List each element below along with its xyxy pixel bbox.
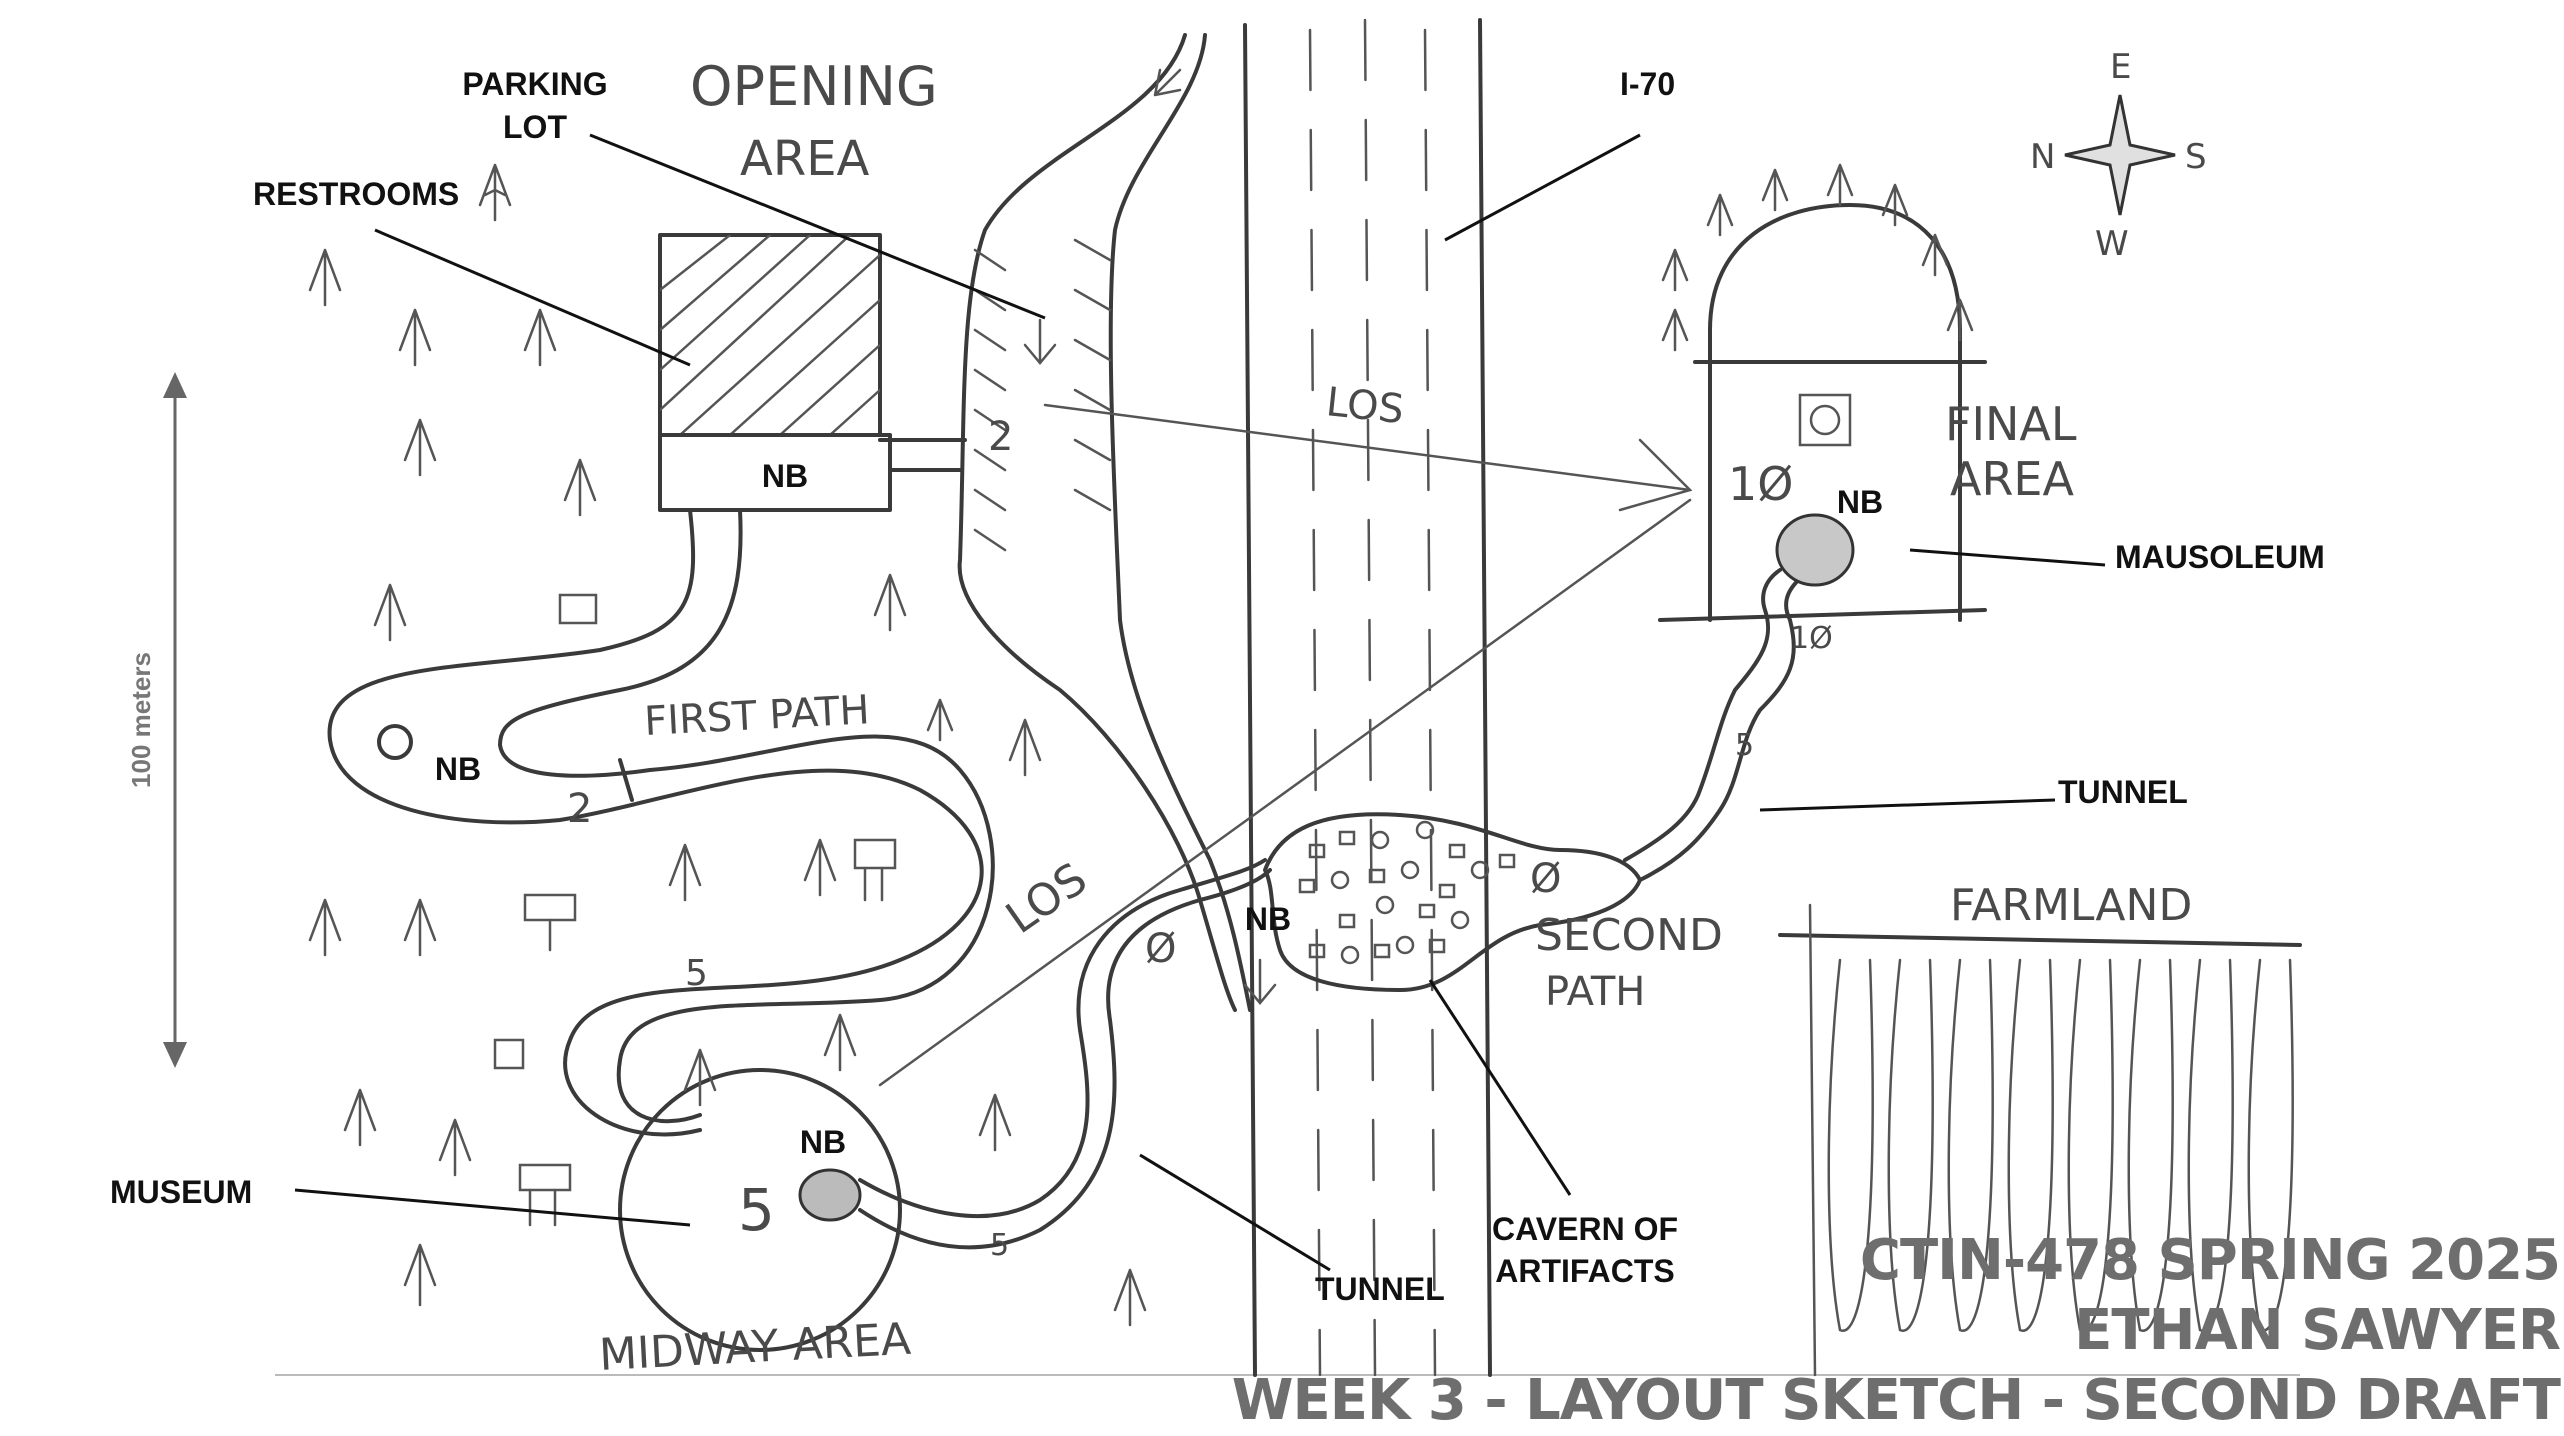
marker-0-cavern-right: Ø <box>1530 856 1561 902</box>
marker-5-path: 5 <box>685 953 708 994</box>
restrooms-building <box>658 233 967 512</box>
nb-final: NB <box>1837 484 1883 520</box>
cavern-label: CAVERN OF <box>1492 1211 1678 1247</box>
scale-label: 100 meters <box>126 652 156 788</box>
sign-icons <box>493 593 897 1227</box>
compass-rose-icon <box>2064 94 2176 216</box>
marker-0-cavern-left: Ø <box>1145 926 1176 972</box>
compass-south: S <box>2185 137 2207 177</box>
final-area <box>1658 203 1987 622</box>
nb-museum: NB <box>800 1124 846 1160</box>
final-area-text-line2: AREA <box>1950 452 2074 506</box>
highway-i70 <box>1243 18 1492 1377</box>
farmland <box>1778 903 2302 1377</box>
cavern-label-line2: ARTIFACTS <box>1495 1253 1675 1289</box>
first-path-text: FIRST PATH <box>643 687 871 745</box>
museum-label: MUSEUM <box>110 1174 252 1210</box>
first-path <box>327 508 995 1137</box>
marker-5-museum: 5 <box>738 1176 775 1244</box>
marker-5-upper-tunnel: 5 <box>1735 728 1754 763</box>
second-path-text-line2: PATH <box>1545 969 1645 1015</box>
cavern-of-artifacts <box>1263 812 1642 992</box>
line-of-sight-lines <box>878 403 1693 1087</box>
footer-author: ETHAN SAWYER <box>2074 1298 2561 1363</box>
farmland-text: FARMLAND <box>1950 880 2192 931</box>
i70-label: I-70 <box>1620 66 1675 102</box>
callout-leader-lines <box>294 133 2106 1272</box>
nb-cavern: NB <box>1245 901 1291 937</box>
marker-5-tunnel: 5 <box>990 1228 1009 1263</box>
footer-title: WEEK 3 - LAYOUT SKETCH - SECOND DRAFT <box>1231 1368 2561 1433</box>
museum-area <box>618 1068 902 1352</box>
parking-lot-label: PARKING <box>462 66 607 102</box>
restrooms-label: RESTROOMS <box>253 176 459 212</box>
compass-north: N <box>2030 137 2055 177</box>
final-area-text: FINAL <box>1945 397 2077 451</box>
tree-icons <box>308 163 1974 1327</box>
tunnel-upper-label: TUNNEL <box>2058 774 2188 810</box>
midway-area-text: MIDWAY AREA <box>598 1314 912 1381</box>
parking-lot-label-line2: LOT <box>503 109 567 145</box>
lower-tunnel-path <box>858 858 1272 1250</box>
opening-area-text-line2: AREA <box>740 131 870 187</box>
marker-2-path: 2 <box>567 786 592 832</box>
entry-road <box>957 33 1277 1012</box>
second-path-text: SECOND <box>1535 910 1723 961</box>
marker-2-parking: 2 <box>988 414 1013 460</box>
footer-course: CTIN-478 SPRING 2025 <box>1859 1228 2561 1293</box>
compass-west: W <box>2095 224 2129 264</box>
nb-restrooms: NB <box>762 458 808 494</box>
marker-10-tunnel: 1Ø <box>1790 621 1833 656</box>
marker-10-final: 1Ø <box>1728 457 1793 511</box>
opening-area-text: OPENING <box>690 55 938 118</box>
scale-bar <box>163 372 187 1068</box>
upper-tunnel-path <box>1623 568 1812 882</box>
los-top-text: LOS <box>1324 379 1406 433</box>
compass-east: E <box>2110 47 2131 87</box>
los-left-text: LOS <box>997 853 1096 944</box>
mausoleum-label: MAUSOLEUM <box>2115 539 2325 575</box>
tunnel-lower-label: TUNNEL <box>1315 1271 1445 1307</box>
nb-first-path: NB <box>435 751 481 787</box>
